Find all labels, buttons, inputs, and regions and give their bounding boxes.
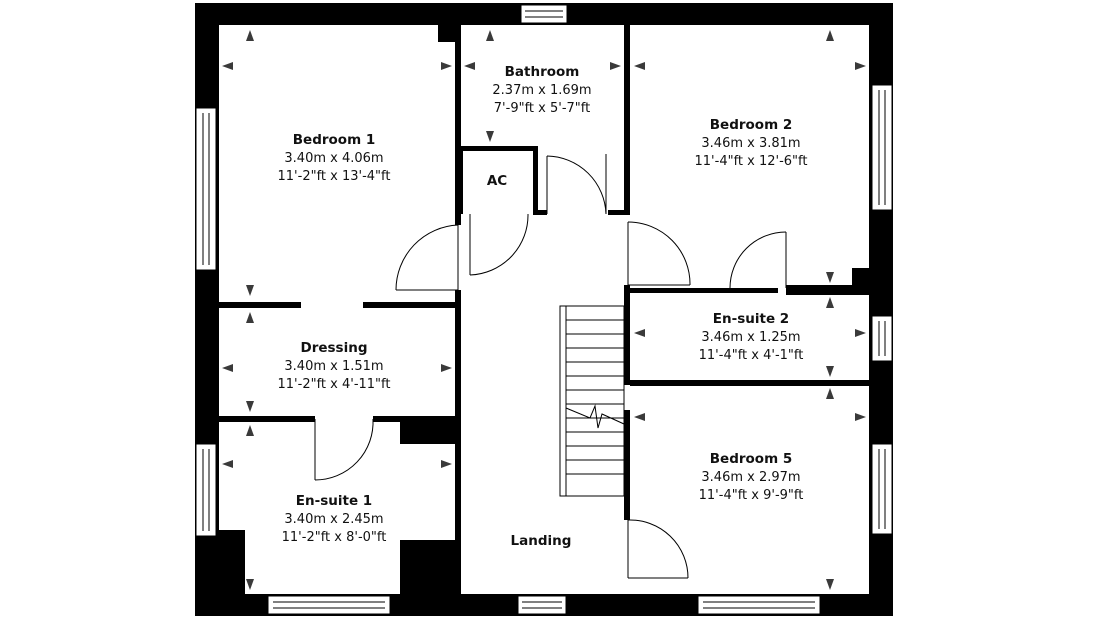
room-imperial: 7'-9"ft x 5'-7"ft — [494, 101, 590, 116]
room-name: Bathroom — [505, 64, 580, 80]
room-imperial: 11'-4"ft x 12'-6"ft — [695, 154, 808, 169]
door-ac — [469, 213, 529, 276]
door-bedroom-5 — [627, 519, 689, 579]
interior-walls — [219, 25, 872, 596]
window-bottom-landing — [517, 595, 567, 615]
room-imperial: 11'-2"ft x 4'-11"ft — [278, 377, 391, 392]
room-metric: 3.46m x 3.81m — [701, 136, 800, 151]
dimension-arrows — [222, 30, 866, 590]
room-name: En-suite 2 — [713, 311, 789, 327]
room-name: Bedroom 2 — [710, 117, 792, 133]
room-ac-label: AC — [487, 173, 507, 189]
room-metric: 2.37m x 1.69m — [492, 83, 591, 98]
room-landing-label: Landing — [511, 533, 572, 549]
room-imperial: 11'-4"ft x 4'-1"ft — [699, 348, 804, 363]
window-top-bathroom — [520, 4, 568, 24]
room-bedroom-1-label: Bedroom 1 3.40m x 4.06m 11'-2"ft x 13'-4… — [278, 132, 391, 184]
window-left-en-suite-1 — [195, 443, 217, 537]
room-name: En-suite 1 — [296, 493, 372, 509]
room-en-suite-1-label: En-suite 1 3.40m x 2.45m 11'-2"ft x 8'-0… — [282, 493, 387, 545]
room-metric: 3.40m x 4.06m — [284, 151, 383, 166]
door-bedroom-1 — [395, 224, 459, 291]
door-en-suite-2 — [729, 231, 787, 289]
room-name: AC — [487, 173, 507, 189]
room-imperial: 11'-4"ft x 9'-9"ft — [699, 488, 804, 503]
room-metric: 3.40m x 2.45m — [284, 512, 383, 527]
door-bathroom — [546, 154, 607, 215]
room-bathroom-label: Bathroom 2.37m x 1.69m 7'-9"ft x 5'-7"ft — [492, 64, 591, 116]
room-dressing-label: Dressing 3.40m x 1.51m 11'-2"ft x 4'-11"… — [278, 340, 391, 392]
window-right-bedroom-2 — [871, 84, 893, 211]
room-metric: 3.40m x 1.51m — [284, 359, 383, 374]
door-en-suite-1 — [314, 418, 374, 481]
room-name: Bedroom 5 — [710, 451, 792, 467]
windows — [195, 4, 893, 615]
doors — [314, 154, 787, 579]
window-right-bedroom-5 — [871, 443, 893, 535]
staircase — [559, 305, 625, 497]
window-bottom-en-suite-1 — [267, 595, 391, 615]
window-left-bedroom-1 — [195, 107, 217, 271]
room-metric: 3.46m x 1.25m — [701, 330, 800, 345]
room-metric: 3.46m x 2.97m — [701, 470, 800, 485]
room-en-suite-2-label: En-suite 2 3.46m x 1.25m 11'-4"ft x 4'-1… — [699, 311, 804, 363]
room-imperial: 11'-2"ft x 8'-0"ft — [282, 530, 387, 545]
room-bedroom-5-label: Bedroom 5 3.46m x 2.97m 11'-4"ft x 9'-9"… — [699, 451, 804, 503]
room-name: Dressing — [301, 340, 368, 356]
window-right-en-suite-2 — [871, 315, 893, 362]
window-bottom-bedroom-5 — [697, 595, 821, 615]
door-bedroom-2 — [627, 221, 691, 286]
room-name: Landing — [511, 533, 572, 549]
room-name: Bedroom 1 — [293, 132, 375, 148]
room-imperial: 11'-2"ft x 13'-4"ft — [278, 169, 391, 184]
room-bedroom-2-label: Bedroom 2 3.46m x 3.81m 11'-4"ft x 12'-6… — [695, 117, 808, 169]
